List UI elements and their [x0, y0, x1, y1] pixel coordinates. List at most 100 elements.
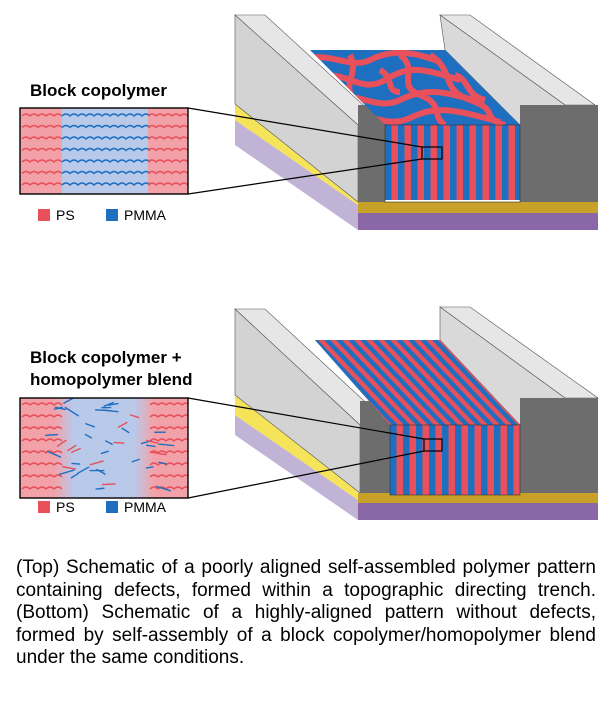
homopolymer-chain	[101, 483, 116, 486]
bottom-legend-ps: PS	[38, 499, 75, 515]
homopolymer-chain	[145, 444, 156, 448]
lamella	[461, 425, 468, 495]
lamella	[429, 425, 436, 495]
stripe	[336, 340, 422, 425]
chain	[149, 486, 188, 490]
lamella	[455, 425, 462, 495]
chain	[147, 136, 188, 140]
lamella	[430, 125, 437, 200]
stripe	[408, 340, 494, 425]
homopolymer-chain	[56, 439, 67, 447]
chain	[147, 124, 188, 129]
lamella	[508, 125, 515, 200]
lamella	[487, 425, 494, 495]
chain	[61, 182, 151, 186]
homopolymer-chain	[145, 466, 154, 469]
stripe	[420, 340, 506, 425]
top-inset	[20, 108, 188, 194]
pmma-swatch	[106, 209, 118, 221]
homopolymer-chain	[62, 465, 77, 470]
chain	[21, 402, 63, 406]
homopolymer-chain	[146, 439, 159, 444]
lamella	[489, 125, 496, 200]
lamella	[463, 125, 470, 200]
homopolymer-chain	[108, 402, 119, 406]
lamella	[450, 125, 457, 200]
chain	[21, 450, 63, 454]
lamella	[502, 125, 509, 200]
chain	[149, 426, 188, 430]
bottom-inset	[20, 398, 188, 498]
chain	[61, 170, 151, 175]
homopolymer-chain	[85, 423, 96, 428]
lamella	[398, 125, 405, 200]
chain	[21, 182, 63, 186]
right-wall-front	[520, 398, 598, 493]
chain	[149, 402, 188, 406]
chain	[21, 170, 63, 175]
chain	[21, 426, 63, 430]
chain	[21, 486, 63, 490]
substrate-yellow-side	[235, 395, 358, 500]
lamella	[437, 125, 444, 200]
homopolymer-chain	[89, 460, 104, 466]
homopolymer-chain	[129, 414, 140, 419]
bottom-panel: Block copolymer + homopolymer blend PS P…	[0, 295, 610, 535]
chain	[21, 414, 63, 418]
bottom-trench-diagram	[19, 306, 599, 520]
lamella	[474, 425, 481, 495]
lamella	[494, 425, 501, 495]
stripe	[360, 340, 446, 425]
chain	[149, 474, 188, 478]
lamella	[442, 425, 449, 495]
legend-label: PS	[56, 499, 75, 515]
substrate-gold-front	[358, 493, 598, 503]
top-trench-diagram	[19, 14, 598, 230]
lamella	[409, 425, 416, 495]
lamella	[390, 425, 397, 495]
homopolymer-chain	[58, 469, 75, 476]
zoom-marker	[423, 438, 443, 452]
chain	[147, 159, 188, 163]
chain	[149, 462, 188, 466]
substrate-purple-side	[235, 120, 358, 230]
chain	[21, 474, 63, 478]
homopolymer-chain	[158, 461, 167, 465]
lamella	[385, 125, 392, 200]
lamella	[417, 125, 424, 200]
lamella	[500, 425, 507, 495]
homopolymer-chain	[103, 401, 115, 407]
lamella	[469, 125, 476, 200]
chain	[147, 147, 188, 152]
top-lamellae-front	[385, 125, 520, 200]
lamella	[515, 125, 520, 200]
lamella	[422, 425, 429, 495]
chain	[61, 159, 151, 163]
homopolymer-chain	[155, 485, 172, 492]
homopolymer-chain	[46, 450, 62, 458]
stripe	[348, 340, 434, 425]
chain	[61, 147, 151, 152]
left-wall-front	[358, 105, 385, 202]
lamella	[495, 125, 502, 200]
chain	[61, 124, 151, 129]
substrate-yellow-side	[235, 104, 358, 205]
top-legend-pmma: PMMA	[106, 207, 166, 223]
chain	[149, 450, 188, 454]
zoom-marker	[421, 146, 443, 160]
lamella	[476, 125, 483, 200]
lamella	[448, 425, 455, 495]
right-wall-front	[520, 105, 598, 202]
substrate-purple-side	[235, 415, 358, 520]
ps-swatch	[38, 501, 50, 513]
bottom-title-line1: Block copolymer +	[30, 348, 182, 367]
substrate-purple-front	[358, 503, 598, 520]
chain	[21, 147, 63, 152]
homopolymer-chain	[53, 406, 63, 410]
lamella	[435, 425, 442, 495]
homopolymer-chain	[121, 427, 130, 434]
homopolymer-chain	[117, 421, 128, 428]
chain	[21, 124, 63, 129]
homopolymer-chain	[94, 409, 113, 412]
bottom-legend-pmma: PMMA	[106, 499, 166, 515]
